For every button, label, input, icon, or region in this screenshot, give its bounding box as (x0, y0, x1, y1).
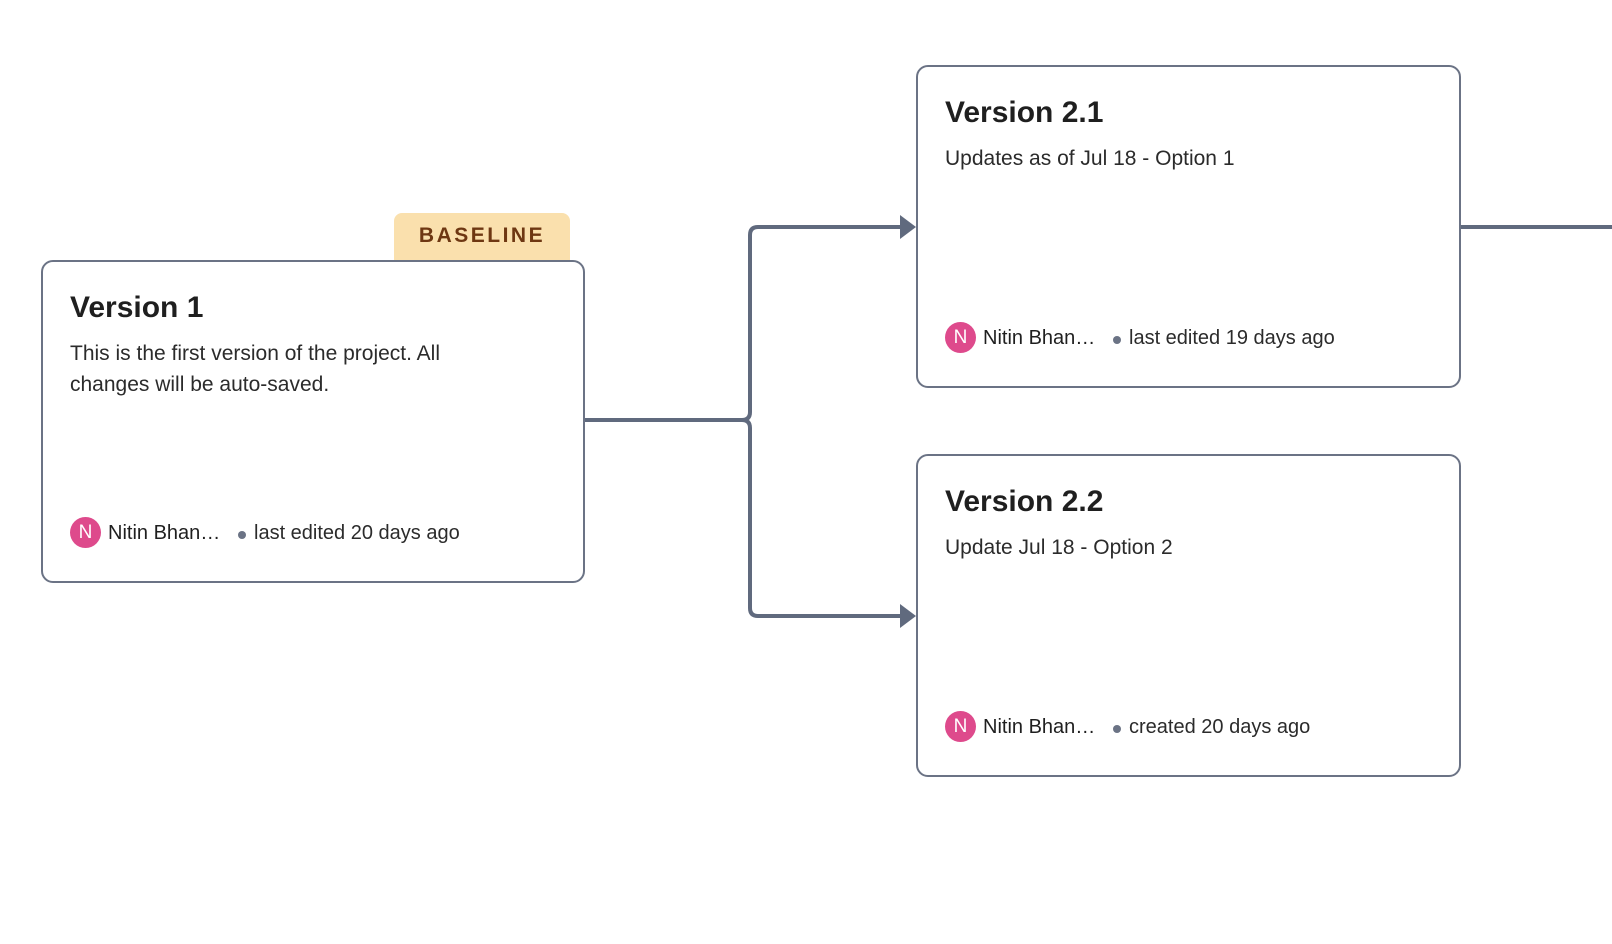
version-card-1[interactable]: Version 1 This is the first version of t… (41, 260, 585, 583)
card-title: Version 2.2 (945, 485, 1104, 518)
arrowhead-version-2-2 (900, 604, 916, 628)
card-description: Update Jul 18 - Option 2 (945, 536, 1173, 559)
author-name: Nitin Bhan… (983, 715, 1096, 738)
version-card-2-2[interactable]: Version 2.2 Update Jul 18 - Option 2 N N… (916, 454, 1461, 777)
card-footer: N Nitin Bhan… last edited 19 days ago (945, 322, 1335, 353)
edit-timestamp: created 20 days ago (1129, 715, 1311, 738)
arrowhead-version-2-1 (900, 215, 916, 239)
card-footer: N Nitin Bhan… created 20 days ago (945, 711, 1310, 742)
edge-version-1-to-version-2-2 (741, 418, 900, 618)
card-footer: N Nitin Bhan… last edited 20 days ago (70, 517, 460, 548)
separator-dot-icon (1113, 724, 1121, 733)
separator-dot-icon (238, 530, 246, 539)
author-name: Nitin Bhan… (983, 326, 1096, 349)
avatar: N (70, 517, 101, 548)
version-card-2-1[interactable]: Version 2.1 Updates as of Jul 18 - Optio… (916, 65, 1461, 388)
baseline-badge: BASELINE (394, 213, 570, 262)
edge-version-1-to-version-2-1 (584, 225, 900, 422)
avatar: N (945, 322, 976, 353)
card-description: Updates as of Jul 18 - Option 1 (945, 147, 1235, 170)
avatar: N (945, 711, 976, 742)
edit-timestamp: last edited 19 days ago (1129, 326, 1335, 349)
edit-timestamp: last edited 20 days ago (254, 521, 460, 544)
card-title: Version 1 (70, 291, 204, 324)
author-name: Nitin Bhan… (108, 521, 221, 544)
card-description: This is the first version of the project… (70, 342, 440, 396)
card-title: Version 2.1 (945, 96, 1104, 129)
separator-dot-icon (1113, 335, 1121, 344)
